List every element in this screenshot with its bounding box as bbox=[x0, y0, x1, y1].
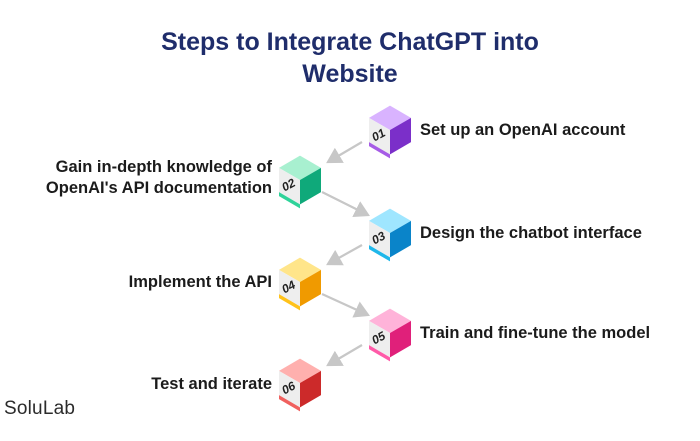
title-line-2: Website bbox=[302, 60, 398, 88]
connector-arrows bbox=[321, 141, 371, 367]
connector-arrow-3-to-4 bbox=[326, 244, 363, 266]
step-6-cube-badge-face bbox=[279, 370, 300, 408]
step-4-cube-right bbox=[300, 269, 321, 307]
step-2-number: 02 bbox=[279, 176, 298, 195]
step-6-cube: 06 bbox=[279, 358, 321, 412]
step-6-cube-right bbox=[300, 370, 321, 408]
step-5-label: Train and fine-tune the model bbox=[420, 324, 651, 342]
step-2-label-line-2: OpenAI's API documentation bbox=[45, 179, 272, 197]
step-1-cube-left bbox=[369, 142, 390, 159]
step-2-cube-badge-face bbox=[279, 167, 300, 205]
step-1-cube-top bbox=[369, 105, 411, 130]
connector-arrow-1-to-2 bbox=[326, 141, 363, 164]
step-2-cube-right bbox=[300, 167, 321, 205]
step-1-cube-badge-face bbox=[369, 117, 390, 155]
step-5-cube-left bbox=[369, 345, 390, 362]
step-2-cube: 02 bbox=[279, 155, 321, 209]
step-4-cube: 04 bbox=[279, 257, 321, 311]
step-2-label-line-1: Gain in-depth knowledge of bbox=[55, 158, 272, 176]
step-1-cube: 01 bbox=[369, 105, 411, 159]
connector-arrow-4-to-5 bbox=[321, 292, 371, 318]
step-3-number: 03 bbox=[369, 229, 388, 248]
step-4-label: Implement the API bbox=[128, 273, 272, 291]
step-cubes: 01 02 03 04 05 06 bbox=[279, 105, 411, 412]
step-6-cube-left bbox=[279, 395, 300, 412]
step-2-label: Gain in-depth knowledge of OpenAI's API … bbox=[30, 157, 272, 199]
step-3-cube-right bbox=[390, 220, 411, 258]
title-line-1: Steps to Integrate ChatGPT into bbox=[161, 28, 539, 56]
step-4-cube-badge-face bbox=[279, 269, 300, 307]
step-3-label: Design the chatbot interface bbox=[420, 224, 642, 242]
step-5-cube: 05 bbox=[369, 308, 411, 362]
step-6-label: Test and iterate bbox=[151, 375, 272, 393]
step-3-cube-left bbox=[369, 245, 390, 262]
connector-arrow-5-to-6 bbox=[326, 344, 363, 367]
step-6-number: 06 bbox=[279, 379, 298, 398]
connector-arrow-2-to-3 bbox=[321, 191, 370, 217]
step-1-number: 01 bbox=[369, 126, 388, 145]
step-4-number: 04 bbox=[279, 278, 298, 297]
step-1-label: Set up an OpenAI account bbox=[420, 121, 626, 139]
diagram-title: Steps to Integrate ChatGPT into Website bbox=[0, 26, 700, 90]
step-1-cube-right bbox=[390, 117, 411, 155]
step-4-cube-left bbox=[279, 294, 300, 311]
step-5-cube-badge-face bbox=[369, 320, 390, 358]
step-5-number: 05 bbox=[369, 329, 388, 348]
step-5-cube-right bbox=[390, 320, 411, 358]
step-3-cube: 03 bbox=[369, 208, 411, 262]
step-2-cube-left bbox=[279, 192, 300, 209]
brand-logo-text: SoluLab bbox=[4, 398, 76, 419]
